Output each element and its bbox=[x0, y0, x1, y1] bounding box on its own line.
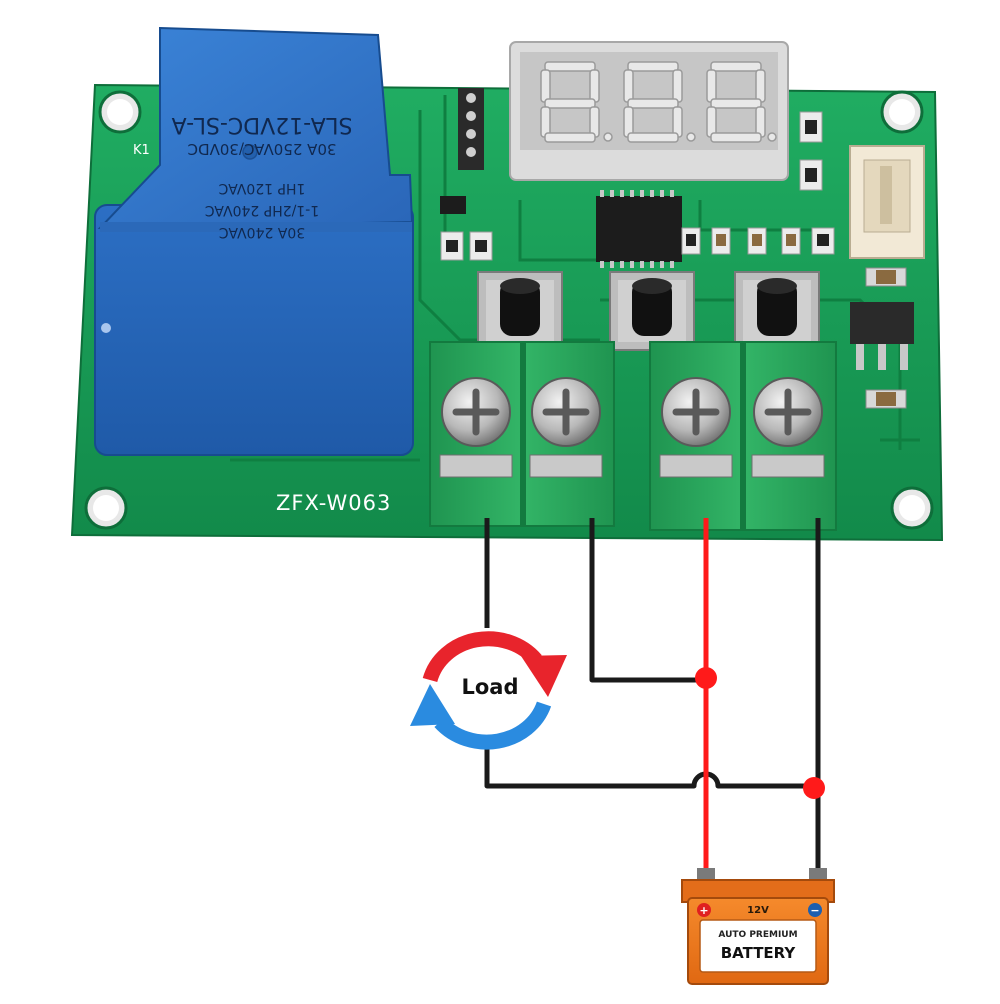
screw-terminal bbox=[531, 377, 601, 447]
relay-rating-ac: 30A 240VAC bbox=[219, 224, 306, 240]
smd-transistor bbox=[440, 196, 466, 214]
arrow-left-icon bbox=[410, 684, 455, 726]
wire-load-return bbox=[484, 518, 821, 878]
wire-output-com bbox=[589, 518, 706, 683]
connector-jst bbox=[849, 145, 925, 259]
minus-terminal-icon bbox=[808, 903, 822, 917]
microcontroller-chip bbox=[596, 190, 682, 268]
load-label: Load bbox=[461, 675, 518, 699]
display-digit bbox=[706, 61, 777, 143]
push-button-left bbox=[477, 271, 563, 351]
ref-designator-label: K1 bbox=[133, 143, 150, 158]
screw-terminal bbox=[753, 377, 823, 447]
wiring bbox=[484, 518, 825, 878]
relay-model: SLA-12VDC-SL-A bbox=[172, 112, 353, 137]
display-digit bbox=[623, 61, 696, 143]
smd-components bbox=[440, 111, 907, 409]
terminal-block-output bbox=[429, 341, 615, 527]
terminal-block-power bbox=[649, 341, 837, 531]
screw-terminal bbox=[441, 377, 511, 447]
display-digit bbox=[540, 61, 613, 143]
relay-rating-hp-240: 1-1/2HP 240VAC bbox=[205, 202, 320, 218]
plus-terminal-icon bbox=[697, 903, 711, 917]
mounting-hole bbox=[84, 486, 128, 530]
push-button-middle bbox=[609, 271, 695, 351]
mounting-hole bbox=[98, 90, 142, 134]
battery-plus-symbol: + bbox=[699, 904, 708, 917]
display-digits bbox=[540, 61, 777, 143]
junction-dot bbox=[695, 667, 717, 689]
board-model-label: ZFX-W063 bbox=[276, 491, 391, 515]
battery: + − 12V AUTO PREMIUM BATTERY bbox=[681, 868, 835, 985]
load-symbol: Load bbox=[410, 631, 567, 750]
relay: 30A 240VAC 1-1/2HP 240VAC 1HP 120VAC 30A… bbox=[94, 26, 414, 456]
push-button-right bbox=[734, 271, 820, 351]
seven-segment-display bbox=[509, 41, 789, 181]
mounting-hole bbox=[890, 486, 934, 530]
junction-dot bbox=[803, 777, 825, 799]
mounting-hole bbox=[880, 90, 924, 134]
relay-rating-hp-120: 1HP 120VAC bbox=[218, 180, 305, 196]
battery-minus-symbol: − bbox=[810, 904, 819, 917]
voltage-regulator bbox=[850, 302, 914, 370]
battery-brand-line: AUTO PREMIUM bbox=[718, 930, 797, 940]
arrow-right-icon bbox=[521, 655, 567, 697]
battery-voltage: 12V bbox=[747, 905, 769, 916]
relay-rating-dc: 30A 250VAC/30VDC bbox=[188, 140, 337, 158]
header-pins bbox=[458, 88, 484, 170]
battery-label: BATTERY bbox=[721, 944, 797, 962]
screw-terminal bbox=[661, 377, 731, 447]
